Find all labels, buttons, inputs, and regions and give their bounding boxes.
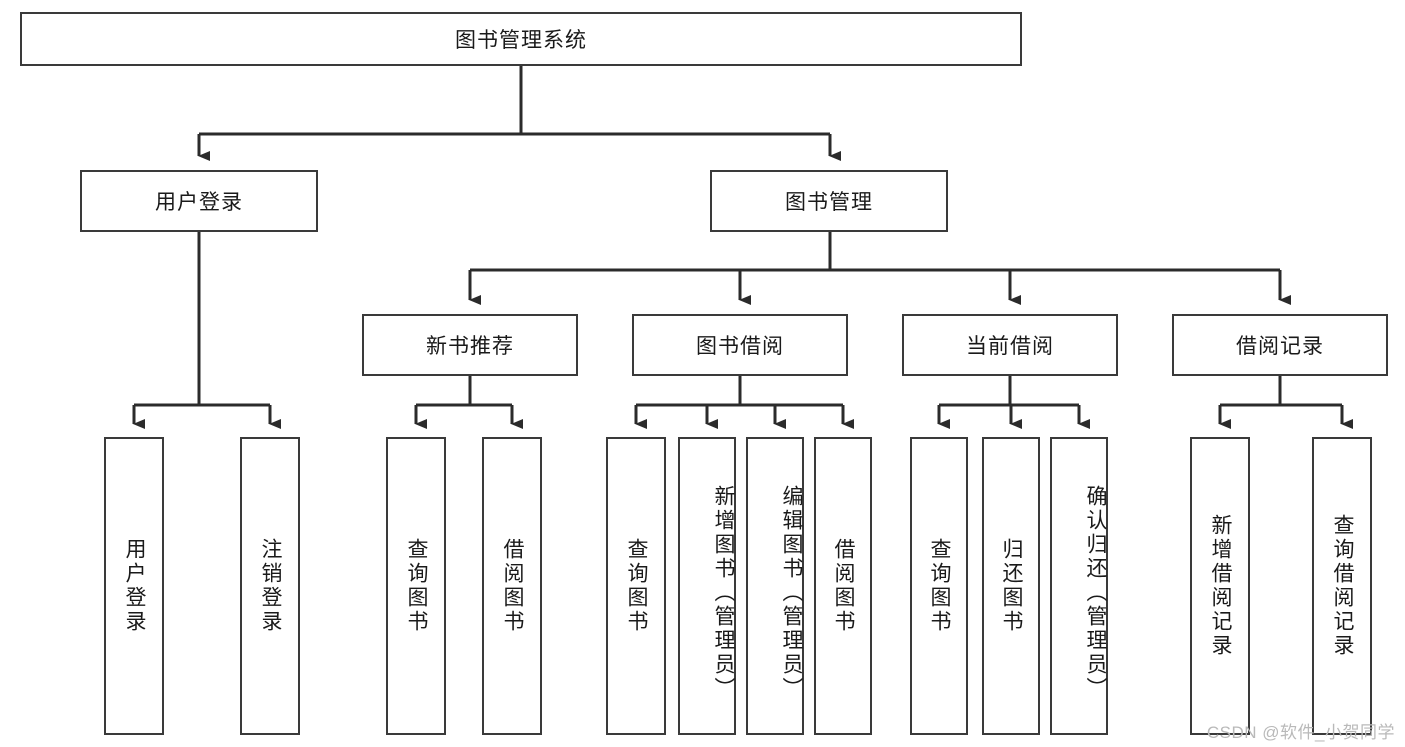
node-leaf-add-book[interactable]: 新增图书（管理员）: [678, 437, 736, 735]
node-leaf-user-login-label: 用户登录: [123, 538, 147, 634]
node-current-borrow-label: 当前借阅: [966, 335, 1054, 358]
node-leaf-query-record-label: 查询借阅记录: [1331, 514, 1355, 658]
node-new-book-recommend[interactable]: 新书推荐: [362, 314, 578, 376]
node-user-login-label: 用户登录: [155, 191, 243, 214]
node-leaf-return-book[interactable]: 归还图书: [982, 437, 1040, 735]
node-leaf-query-book-a-label: 查询图书: [405, 538, 429, 634]
node-leaf-add-book-label: 新增图书（管理员）: [712, 485, 735, 701]
node-leaf-confirm-return[interactable]: 确认归还（管理员）: [1050, 437, 1108, 735]
node-leaf-add-record[interactable]: 新增借阅记录: [1190, 437, 1250, 735]
node-leaf-query-book-c[interactable]: 查询图书: [910, 437, 968, 735]
node-leaf-query-record[interactable]: 查询借阅记录: [1312, 437, 1372, 735]
node-leaf-edit-book[interactable]: 编辑图书（管理员）: [746, 437, 804, 735]
node-leaf-logout[interactable]: 注销登录: [240, 437, 300, 735]
node-book-borrow[interactable]: 图书借阅: [632, 314, 848, 376]
node-leaf-logout-label: 注销登录: [259, 538, 283, 634]
node-current-borrow[interactable]: 当前借阅: [902, 314, 1118, 376]
node-leaf-confirm-return-label: 确认归还（管理员）: [1084, 485, 1107, 701]
node-leaf-edit-book-label: 编辑图书（管理员）: [780, 485, 803, 701]
node-book-management[interactable]: 图书管理: [710, 170, 948, 232]
node-leaf-query-book-c-label: 查询图书: [928, 538, 952, 634]
node-book-management-label: 图书管理: [785, 191, 873, 214]
node-leaf-borrow-book-b-label: 借阅图书: [832, 538, 856, 634]
node-new-book-recommend-label: 新书推荐: [426, 335, 514, 358]
node-leaf-query-book-b[interactable]: 查询图书: [606, 437, 666, 735]
node-book-borrow-label: 图书借阅: [696, 335, 784, 358]
watermark: CSDN @软件_小贺同学: [1206, 723, 1395, 742]
node-leaf-borrow-book-a[interactable]: 借阅图书: [482, 437, 542, 735]
node-leaf-user-login[interactable]: 用户登录: [104, 437, 164, 735]
node-borrow-record[interactable]: 借阅记录: [1172, 314, 1388, 376]
node-user-login[interactable]: 用户登录: [80, 170, 318, 232]
node-leaf-query-book-a[interactable]: 查询图书: [386, 437, 446, 735]
node-leaf-query-book-b-label: 查询图书: [625, 538, 649, 634]
node-leaf-borrow-book-b[interactable]: 借阅图书: [814, 437, 872, 735]
node-root-label: 图书管理系统: [455, 29, 587, 52]
node-leaf-add-record-label: 新增借阅记录: [1209, 514, 1233, 658]
node-leaf-borrow-book-a-label: 借阅图书: [501, 538, 525, 634]
node-leaf-return-book-label: 归还图书: [1000, 538, 1024, 634]
node-root[interactable]: 图书管理系统: [20, 12, 1022, 66]
node-borrow-record-label: 借阅记录: [1236, 335, 1324, 358]
